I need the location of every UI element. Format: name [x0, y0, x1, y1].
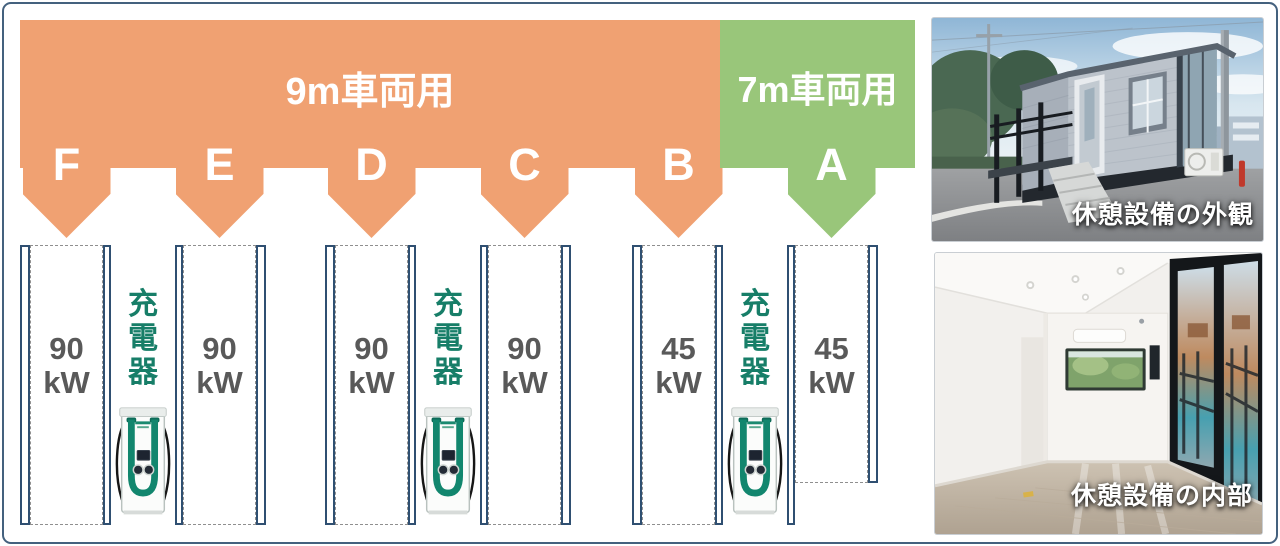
banner-7m-label: 7m車両用 — [737, 69, 898, 110]
stall-power-value: 45 — [661, 331, 696, 366]
stall-power-value: 45 — [814, 331, 849, 366]
photo-interior-caption: 休憩設備の内部 — [1070, 482, 1253, 510]
stall-power-unit: kW — [348, 365, 395, 401]
stall-power-value: 90 — [354, 331, 389, 366]
stall-letter-B: B — [662, 139, 695, 190]
photo-exterior: 休憩設備の外観 — [931, 17, 1264, 242]
stall-power-unit: kW — [501, 365, 548, 401]
stall-wall — [256, 245, 266, 525]
ev-charger-graphic — [420, 407, 476, 515]
stall-wall — [632, 245, 642, 525]
stall-letter-E: E — [204, 139, 235, 190]
banner-9m: 9m車両用 — [20, 20, 720, 168]
stall-power-unit: kW — [196, 365, 243, 401]
ev-charger-graphic — [115, 407, 171, 515]
stall-wall — [103, 245, 111, 525]
stall-letter-D: D — [355, 139, 388, 190]
stall-letter-A: A — [815, 139, 848, 190]
stall-wall — [787, 245, 795, 525]
photo-interior: 休憩設備の内部 — [934, 252, 1263, 535]
stall-power-unit: kW — [808, 365, 855, 401]
exterior-scene-graphic — [932, 18, 1263, 241]
stall-power-value: 90 — [202, 331, 237, 366]
stall-wall — [561, 245, 571, 525]
interior-scene-graphic — [935, 253, 1262, 534]
stall-wall — [175, 245, 183, 525]
stall-power-unit: kW — [655, 365, 702, 401]
banner-9m-label: 9m車両用 — [285, 70, 455, 113]
ev-charger — [724, 405, 786, 528]
charger-aisle-label: 充電器 — [740, 288, 770, 389]
stall-wall — [325, 245, 335, 525]
stall-wall — [868, 245, 878, 483]
stall-power-unit: kW — [43, 365, 90, 401]
stall-letter-C: C — [508, 139, 541, 190]
stall-wall — [715, 245, 723, 525]
ev-charger — [112, 405, 174, 528]
ev-charger — [417, 405, 479, 528]
charger-aisle: 充電器 — [111, 245, 175, 525]
photo-exterior-caption: 休憩設備の外観 — [1071, 201, 1254, 229]
banner-7m: 7m車両用 — [720, 20, 915, 168]
stall-wall — [408, 245, 416, 525]
stall-power-value: 90 — [49, 331, 84, 366]
stall-power-value: 90 — [507, 331, 542, 366]
charger-aisle: 充電器 — [723, 245, 787, 525]
stall-wall — [20, 245, 30, 525]
charger-aisle-label: 充電器 — [128, 288, 158, 389]
stall-letter-F: F — [52, 139, 81, 190]
charger-aisle-label: 充電器 — [433, 288, 463, 389]
charger-aisle: 充電器 — [416, 245, 480, 525]
ev-charger-graphic — [727, 407, 783, 515]
stall-wall — [480, 245, 488, 525]
